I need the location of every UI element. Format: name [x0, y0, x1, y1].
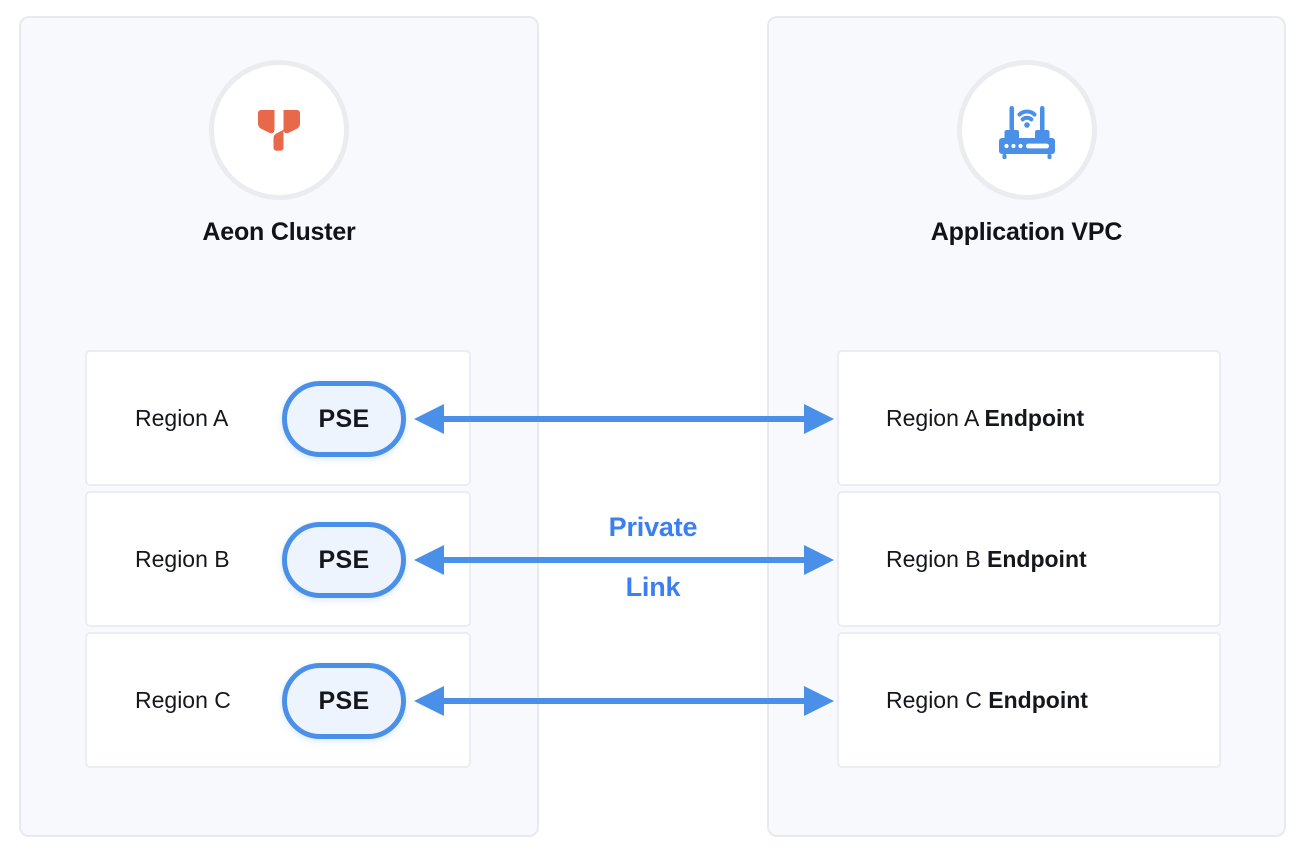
private-link-caption-line1: Private: [608, 512, 698, 542]
aeon-cluster-header: Aeon Cluster: [21, 60, 537, 247]
endpoint-region-text-b: Region B: [886, 545, 988, 572]
region-row-b-right[interactable]: Region B Endpoint: [837, 491, 1221, 627]
endpoint-region-text-a: Region A: [886, 404, 985, 431]
region-row-b-left[interactable]: Region B: [85, 491, 471, 627]
pse-label-c: PSE: [318, 686, 370, 715]
pse-node-a[interactable]: PSE: [282, 381, 406, 457]
endpoint-bold-text-c: Endpoint: [988, 686, 1088, 713]
endpoint-label-a: Region A Endpoint: [886, 405, 1084, 432]
region-row-c-left[interactable]: Region C: [85, 632, 471, 768]
pse-label-b: PSE: [318, 545, 370, 574]
pse-node-b[interactable]: PSE: [282, 522, 406, 598]
endpoint-label-b: Region B Endpoint: [886, 546, 1087, 573]
region-label-c-left: Region C: [135, 686, 231, 713]
region-row-c-right[interactable]: Region C Endpoint: [837, 632, 1221, 768]
endpoint-region-text-c: Region C: [886, 686, 989, 713]
endpoint-bold-text-a: Endpoint: [984, 404, 1085, 431]
region-label-a-left: Region A: [135, 404, 229, 431]
application-vpc-header: Application VPC: [769, 60, 1284, 247]
pse-node-c[interactable]: PSE: [282, 663, 406, 739]
pse-label-a: PSE: [318, 404, 370, 433]
aeon-logo-icon: [209, 60, 349, 200]
endpoint-label-c: Region C Endpoint: [886, 687, 1088, 714]
router-icon: [956, 60, 1097, 200]
region-label-b-left: Region B: [135, 545, 230, 572]
page-title-right: Application VPC: [930, 218, 1123, 246]
region-row-a-right[interactable]: Region A Endpoint: [837, 350, 1221, 486]
region-row-a-left[interactable]: Region A: [85, 350, 471, 486]
private-link-caption-line2: Link: [625, 572, 681, 602]
endpoint-bold-text-b: Endpoint: [987, 545, 1087, 572]
page-title-left: Aeon Cluster: [202, 218, 356, 246]
